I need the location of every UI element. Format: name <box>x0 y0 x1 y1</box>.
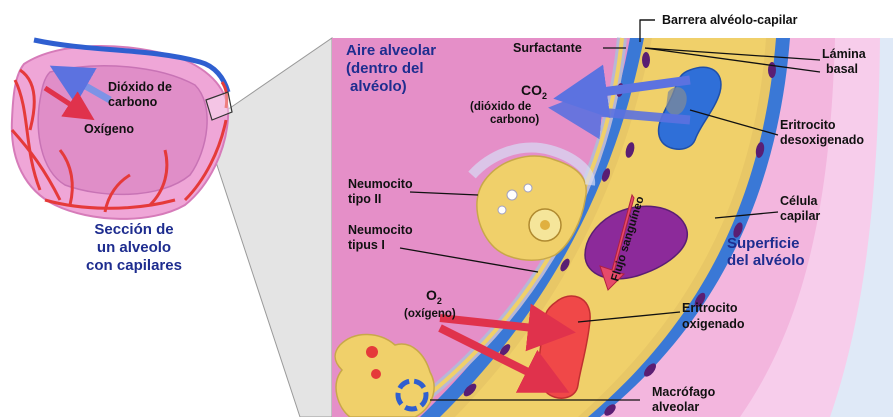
label-macro-2: alveolar <box>652 400 699 414</box>
label-air-3: alvéolo) <box>350 78 407 95</box>
label-neumo2-1: Neumocito <box>348 177 413 191</box>
label-neumo1-1: Neumocito <box>348 223 413 237</box>
label-eritro-deoxy-1: Eritrocito <box>780 118 836 132</box>
label-eritro-deoxy-2: desoxigenado <box>780 133 864 147</box>
label-co2-name-1: (dióxido de <box>470 101 531 113</box>
label-neumo2-2: tipo II <box>348 192 381 206</box>
label-neumo1-2: tipus I <box>348 238 385 252</box>
label-superficie-1: Superficie <box>727 235 800 252</box>
label-section-3: con capilares <box>86 257 182 274</box>
label-capilar-1: Célula <box>780 194 819 208</box>
label-section-2: un alveolo <box>97 239 171 256</box>
label-air-2: (dentro del <box>346 60 424 77</box>
label-superficie-2: del alvéolo <box>727 252 805 269</box>
label-inset-co2-1: Dióxido de <box>108 80 172 94</box>
label-o2-name: (oxígeno) <box>404 308 456 320</box>
label-co2-name-2: carbono) <box>490 114 539 126</box>
label-barrier: Barrera alvéolo-capilar <box>662 13 798 27</box>
label-eritro-oxy-1: Eritrocito <box>682 301 738 315</box>
label-section-1: Sección de <box>94 221 173 238</box>
label-inset-co2-2: carbono <box>108 95 158 109</box>
label-capilar-2: capilar <box>780 209 820 223</box>
label-air-1: Aire alveolar <box>346 42 436 59</box>
label-basal-1: Lámina <box>822 47 867 61</box>
label-basal-2: basal <box>826 62 858 76</box>
label-macro-1: Macrófago <box>652 385 716 399</box>
label-inset-o2: Oxígeno <box>84 122 134 136</box>
label-surfactant: Surfactante <box>513 41 582 55</box>
label-eritro-oxy-2: oxigenado <box>682 317 745 331</box>
